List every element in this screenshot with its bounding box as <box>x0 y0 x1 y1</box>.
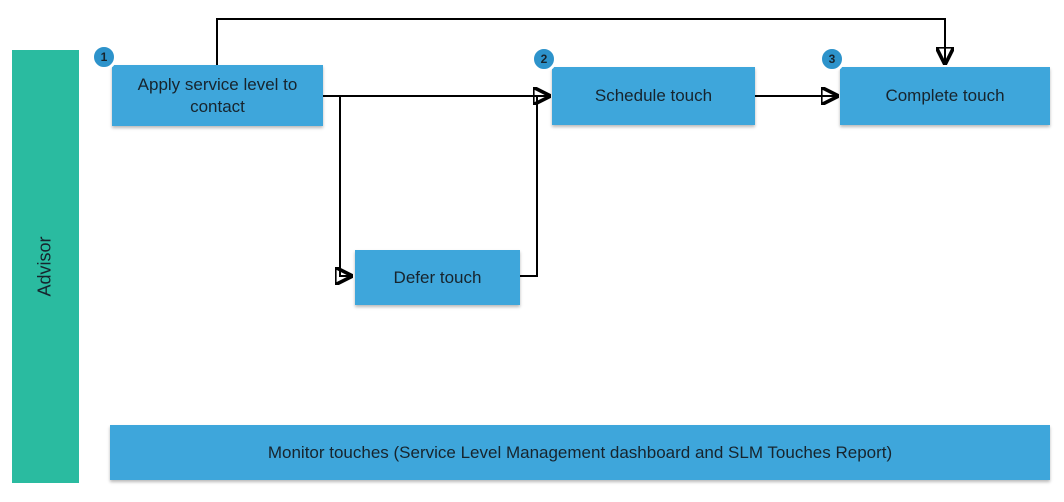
flow-node-label: Complete touch <box>885 86 1005 106</box>
connector-defer-to-schedule <box>520 97 538 277</box>
step-badge-1: 1 <box>91 44 117 70</box>
flow-node-defer-touch: Defer touch <box>355 250 520 305</box>
flow-node-label: Monitor touches (Service Level Managemen… <box>267 442 893 462</box>
flow-node-apply-service-level: Apply service level to contact <box>112 65 323 126</box>
connector-apply-to-defer <box>340 96 351 276</box>
swimlane-advisor: Advisor <box>12 50 79 483</box>
connector-apply-to-complete <box>216 18 945 65</box>
flow-node-label: Schedule touch <box>594 86 713 106</box>
flow-node-complete-touch: Complete touch <box>840 67 1050 125</box>
flow-node-schedule-touch: Schedule touch <box>552 67 755 125</box>
flow-node-label: Defer touch <box>393 267 482 287</box>
flow-node-monitor-touches: Monitor touches (Service Level Managemen… <box>110 425 1050 480</box>
step-badge-2: 2 <box>531 46 557 72</box>
step-badge-3: 3 <box>819 46 845 72</box>
flow-node-label: Apply service level to contact <box>137 75 298 116</box>
